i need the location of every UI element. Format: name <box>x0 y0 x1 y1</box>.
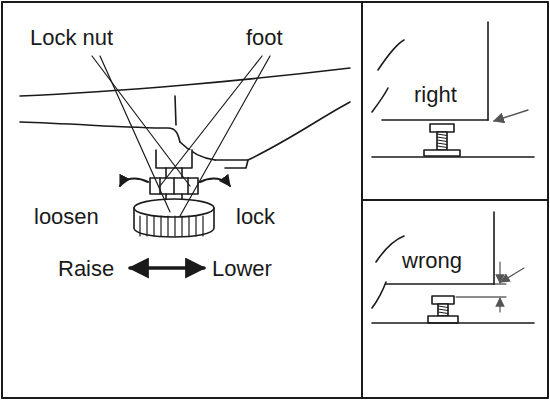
panel-label: wrong <box>402 250 462 272</box>
knurl-stroke <box>160 216 161 236</box>
thread-stroke <box>437 146 447 148</box>
thread-stroke <box>438 306 448 308</box>
knurl-stroke <box>174 216 175 236</box>
thread-stroke <box>437 134 447 136</box>
knurl-stroke <box>146 216 147 236</box>
panel-label: right <box>414 84 457 106</box>
knurl-stroke <box>139 216 140 236</box>
part-label: Lock nut <box>30 27 113 49</box>
knurl-stroke <box>153 216 154 236</box>
knurl-stroke <box>195 216 196 236</box>
direction-label: Raise <box>58 258 114 280</box>
action-label: lock <box>236 206 275 228</box>
knurl-stroke <box>181 216 182 236</box>
thread-stroke <box>438 309 448 311</box>
part-label: foot <box>246 27 283 49</box>
thread-stroke <box>437 137 447 139</box>
knurl-stroke <box>188 216 189 236</box>
thread-stroke <box>437 143 447 145</box>
thread-stroke <box>437 140 447 142</box>
thread-stroke <box>438 312 448 314</box>
action-label: loosen <box>34 206 99 228</box>
knurl-stroke <box>167 216 168 236</box>
knurl-stroke <box>202 216 203 236</box>
direction-label: Lower <box>212 258 272 280</box>
